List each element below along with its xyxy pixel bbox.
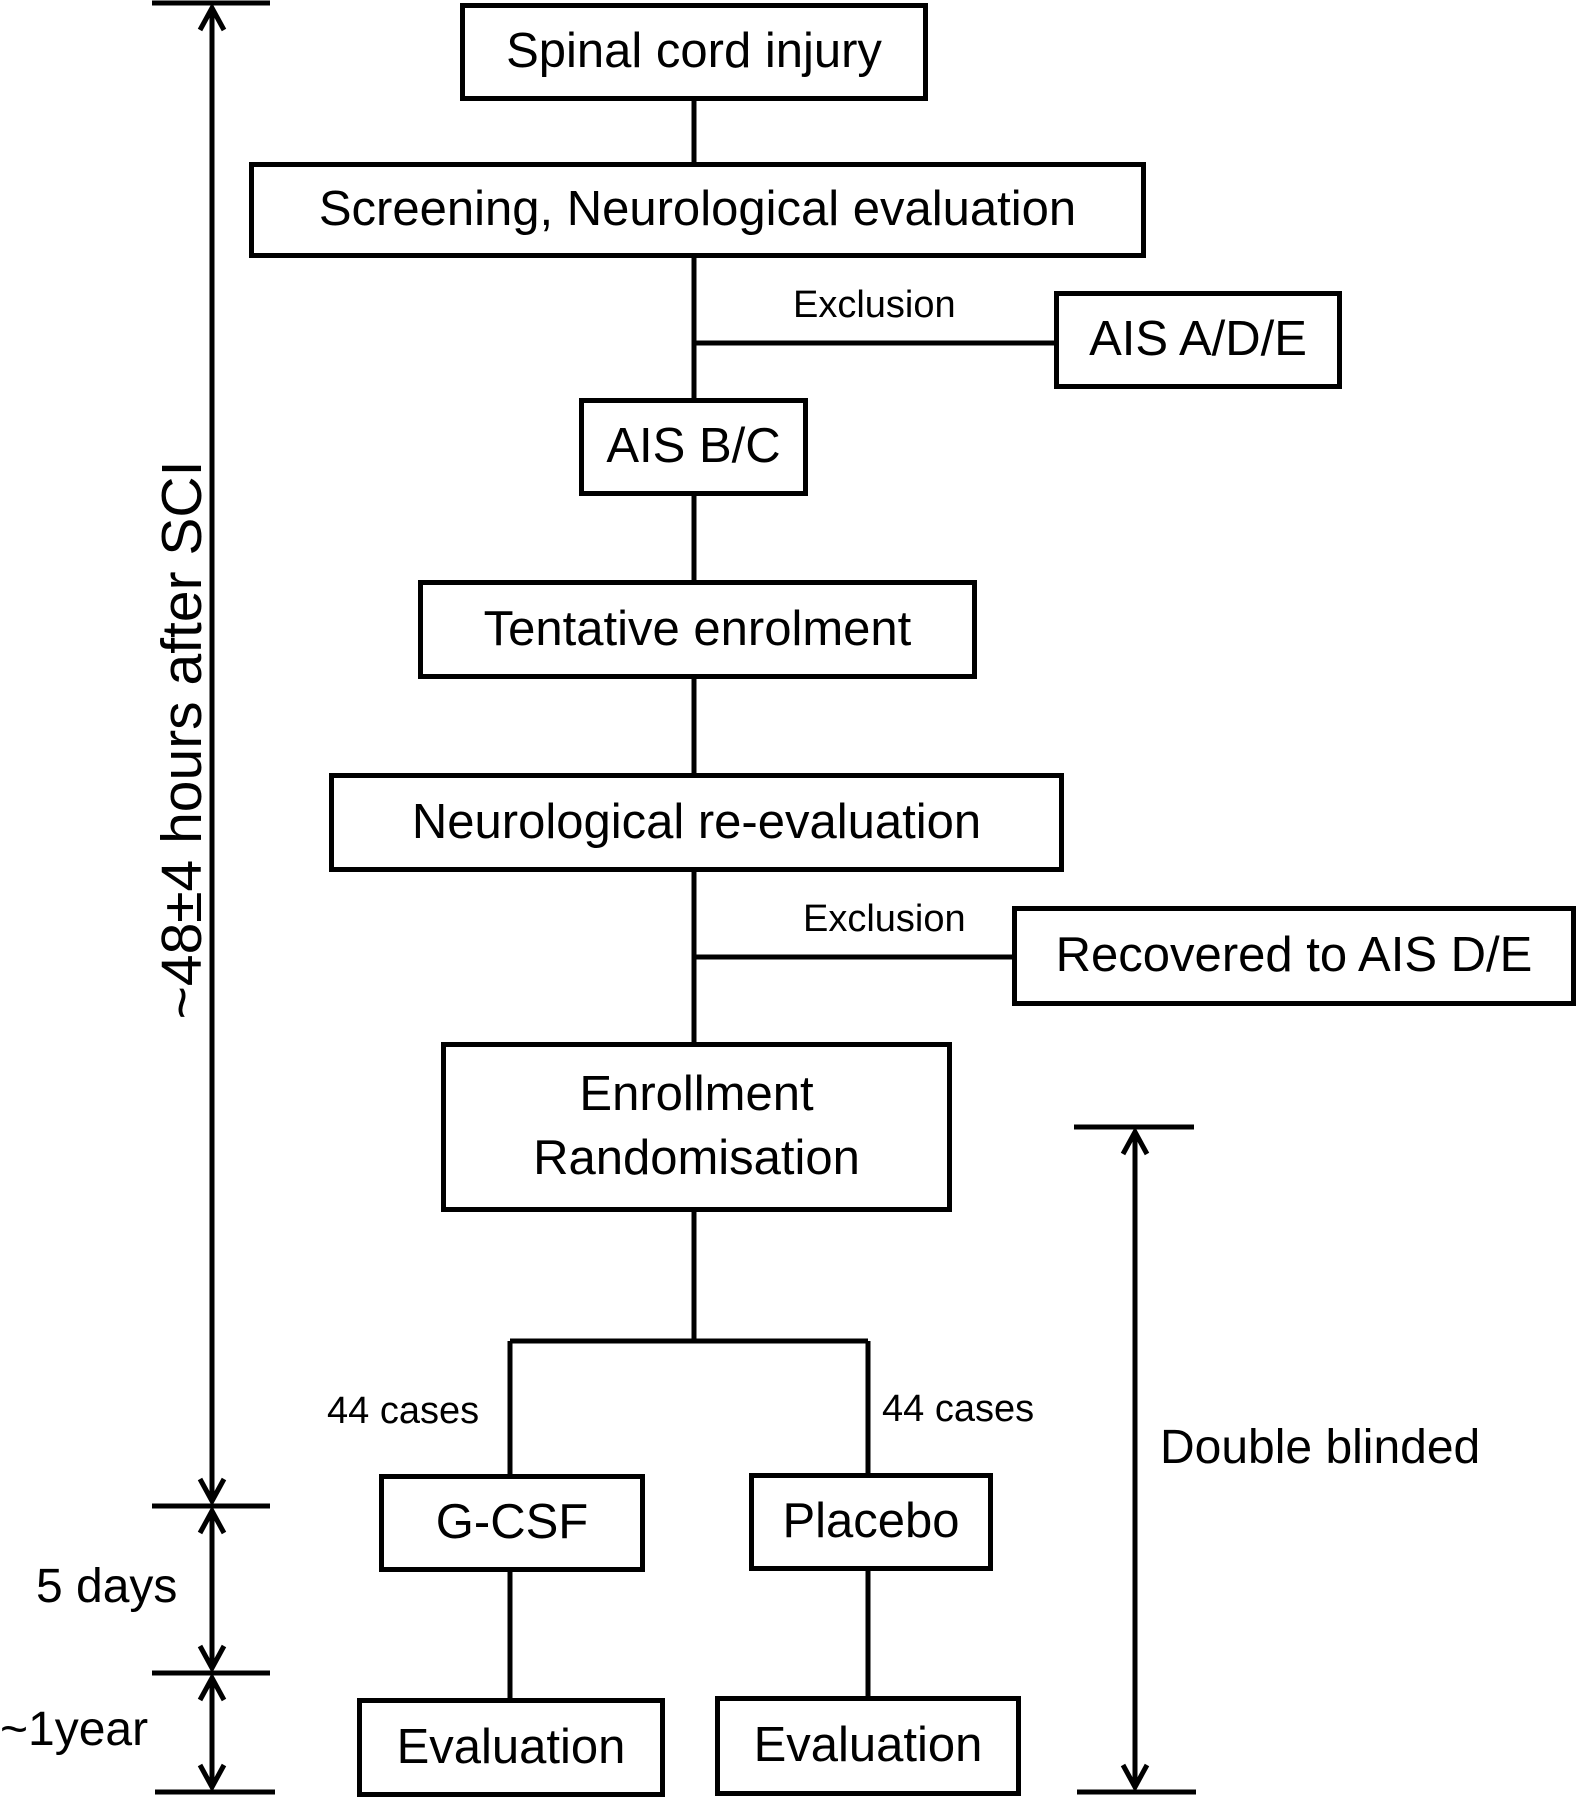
cases-left-label: 44 cases — [327, 1390, 480, 1432]
exclusion-label-1: Exclusion — [793, 284, 956, 326]
excluded-recovered-box: Recovered to AIS D/E — [1012, 906, 1576, 1006]
reevaluation-box: Neurological re-evaluation — [329, 773, 1064, 872]
screening-box: Screening, Neurological evaluation — [249, 162, 1146, 258]
tentative-enrolment-label: Tentative enrolment — [483, 601, 912, 656]
ais-bc-box: AIS B/C — [579, 398, 808, 496]
double-blinded-label: Double blinded — [1160, 1421, 1481, 1474]
evaluation-right-box: Evaluation — [715, 1696, 1021, 1796]
excluded-recovered-label: Recovered to AIS D/E — [1055, 928, 1533, 983]
exclusion-label-2: Exclusion — [803, 898, 966, 940]
timeline-1year-label: ~1year — [0, 1703, 149, 1756]
evaluation-right-label: Evaluation — [753, 1718, 983, 1773]
excluded-ais-ade-box: AIS A/D/E — [1054, 291, 1342, 389]
cases-right-label: 44 cases — [882, 1388, 1035, 1430]
enrollment-randomisation-box: Enrollment Randomisation — [441, 1042, 952, 1212]
spinal-cord-injury-box: Spinal cord injury — [460, 3, 928, 101]
timeline-5days-label: 5 days — [36, 1560, 178, 1613]
evaluation-left-label: Evaluation — [396, 1719, 626, 1774]
reevaluation-label: Neurological re-evaluation — [411, 794, 982, 849]
evaluation-left-box: Evaluation — [357, 1698, 665, 1797]
spinal-cord-injury-label: Spinal cord injury — [506, 24, 882, 79]
enrollment-label: Enrollment — [579, 1067, 814, 1122]
randomisation-label: Randomisation — [533, 1131, 860, 1185]
placebo-label: Placebo — [782, 1494, 960, 1549]
excluded-ais-ade-label: AIS A/D/E — [1089, 312, 1307, 367]
placebo-box: Placebo — [749, 1473, 993, 1571]
gcsf-box: G-CSF — [379, 1474, 645, 1572]
screening-label: Screening, Neurological evaluation — [318, 182, 1077, 237]
timeline-48h-label: ~48±4 hours after SCI — [150, 460, 214, 1020]
gcsf-label: G-CSF — [435, 1495, 589, 1550]
tentative-enrolment-box: Tentative enrolment — [418, 580, 977, 679]
ais-bc-label: AIS B/C — [606, 419, 781, 474]
